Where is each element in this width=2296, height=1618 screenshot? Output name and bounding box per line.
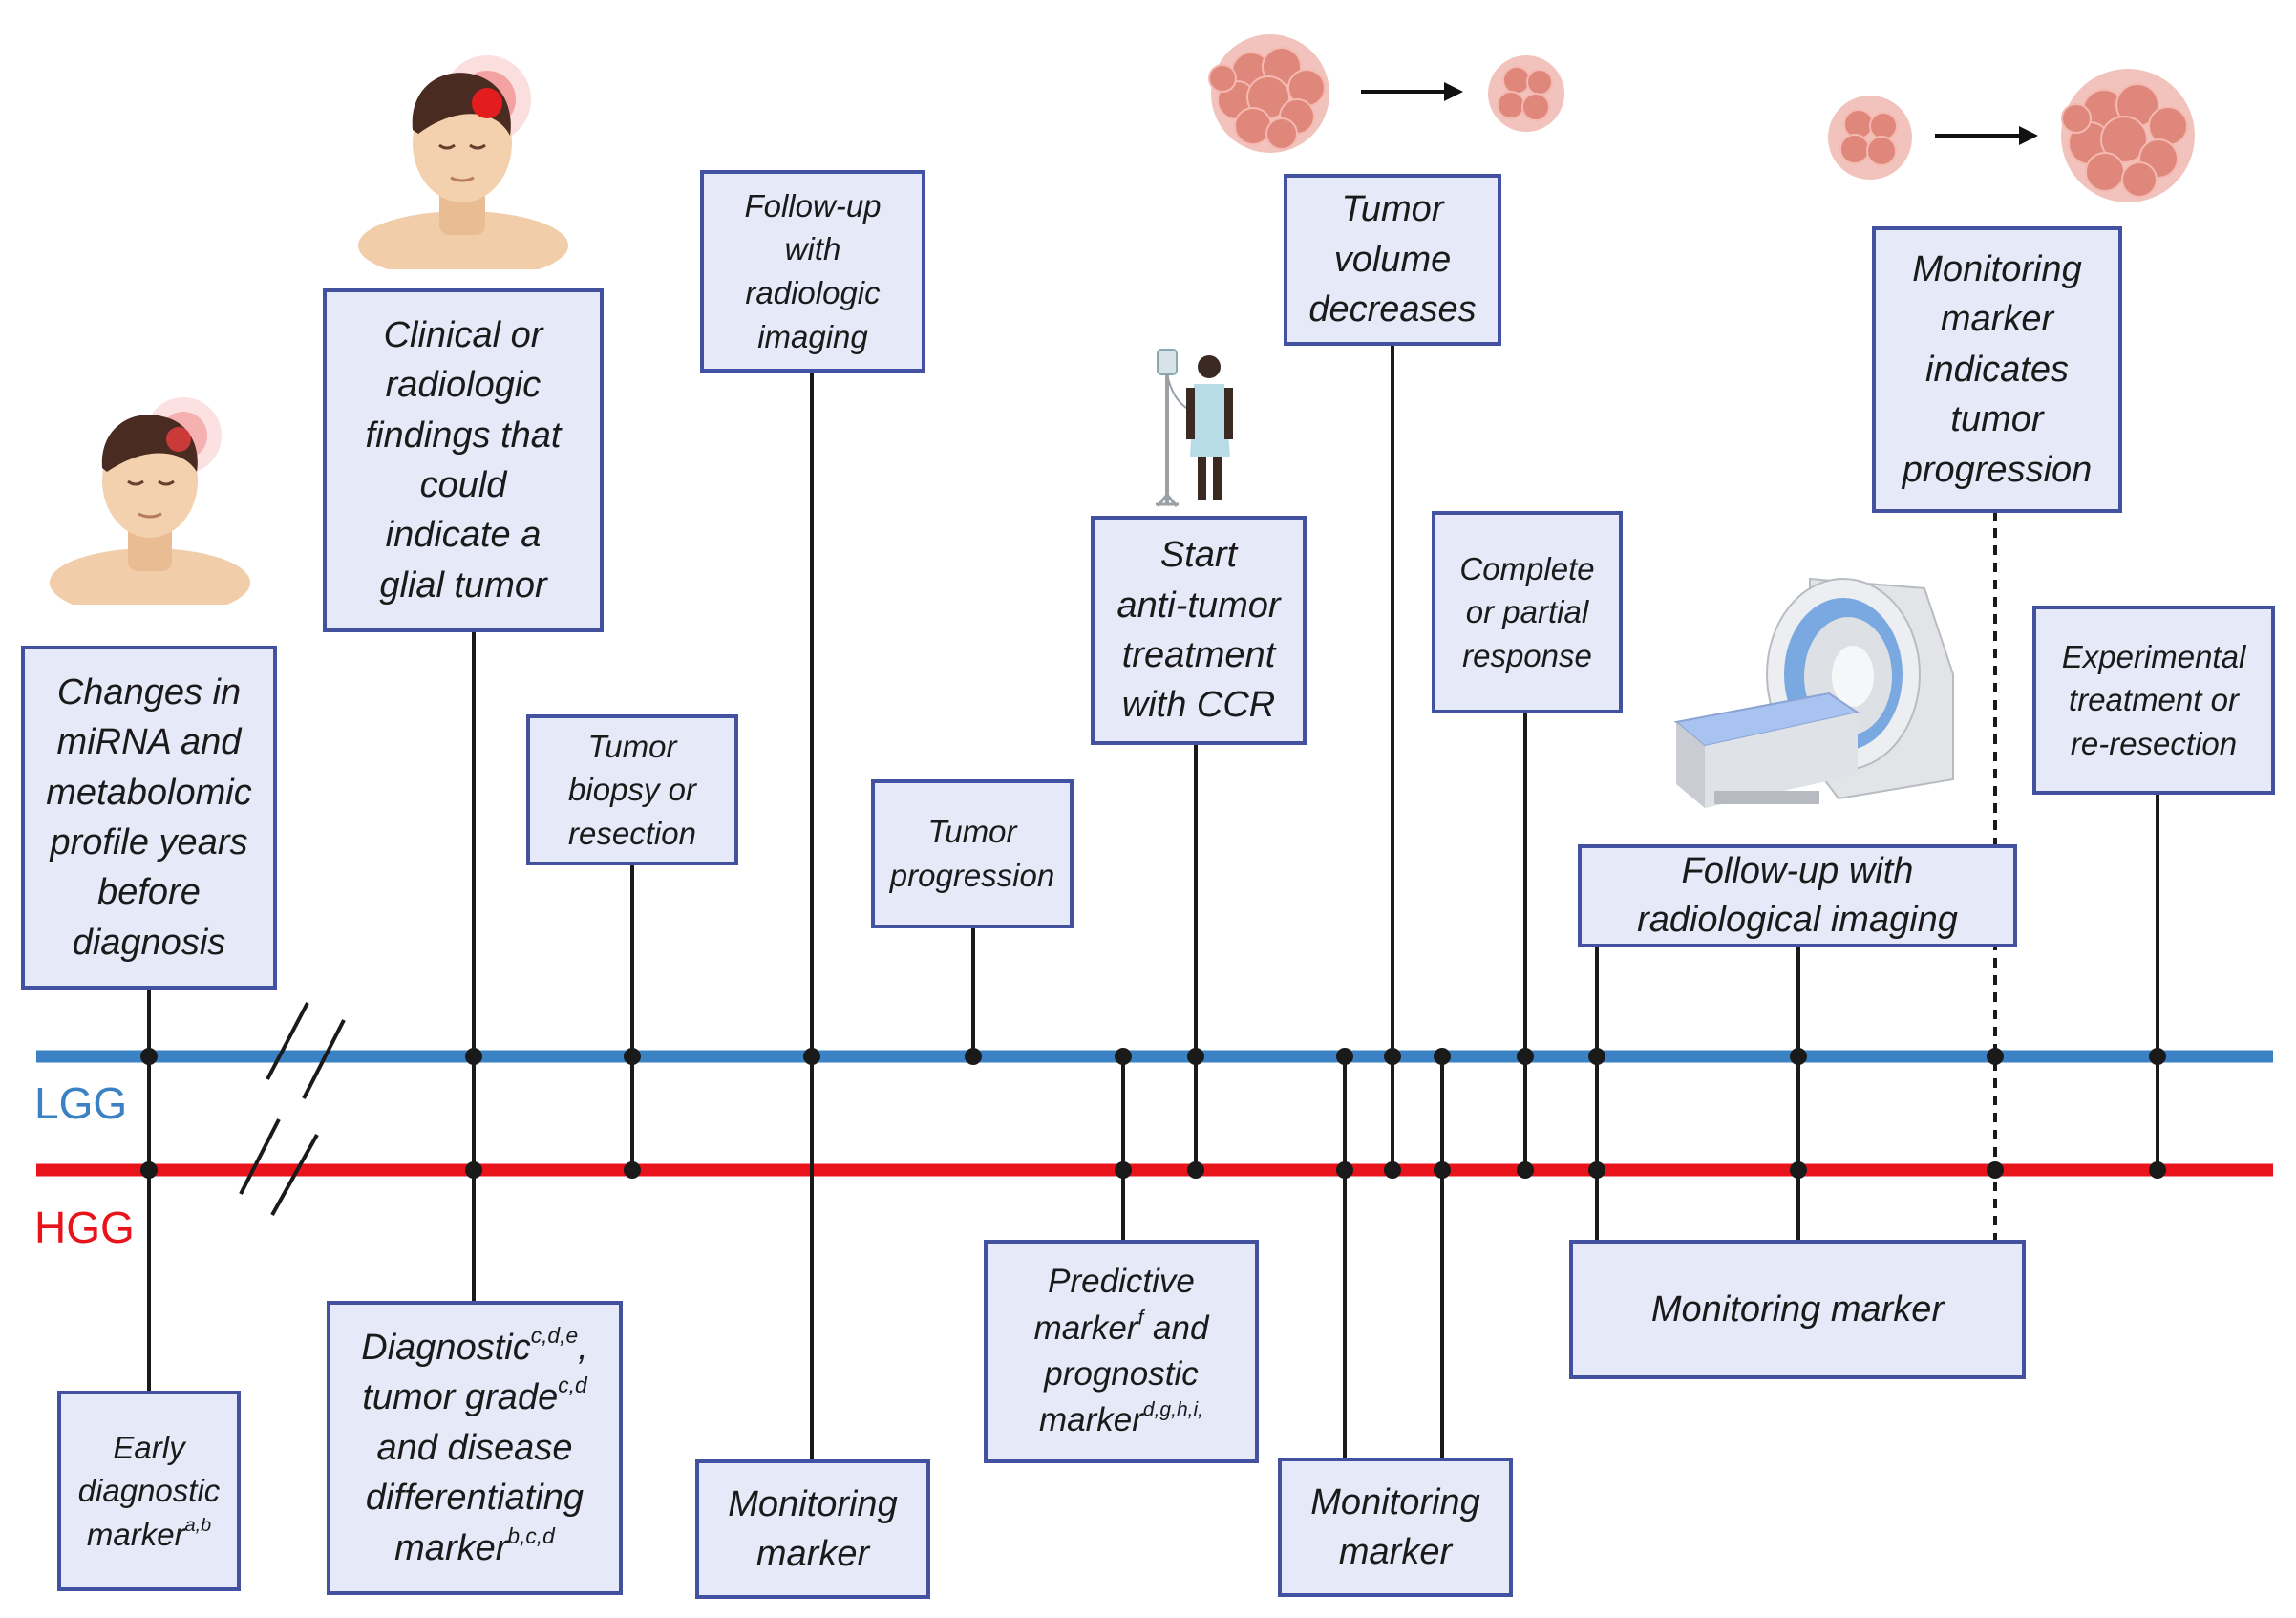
event-changes-mirna: Changes in miRNA and metabolomic profile… bbox=[21, 646, 277, 990]
event-clinical-findings-text: Clinical or radiologic findings that cou… bbox=[365, 314, 562, 606]
marker-early-diagnostic-line2: diagnostic bbox=[77, 1473, 221, 1509]
event-followup-radiological: Follow-up with radiological imaging bbox=[1578, 844, 2017, 947]
event-monitoring-progression: Monitoring marker indicates tumor progre… bbox=[1872, 226, 2122, 513]
tumor-grow-illustration bbox=[1828, 69, 2195, 202]
marker-diagnostic-text: Diagnosticc,d,e, tumor gradec,d and dise… bbox=[361, 1323, 587, 1573]
axis-break-marks bbox=[239, 1002, 346, 1216]
marker-monitoring-3-text: Monitoring marker bbox=[1650, 1288, 1945, 1330]
event-monitoring-progression-text: Monitoring marker indicates tumor progre… bbox=[1902, 248, 2093, 490]
event-clinical-findings: Clinical or radiologic findings that cou… bbox=[323, 288, 604, 632]
small-tumor-icon-2 bbox=[1828, 96, 1912, 180]
marker-diagnostic-line5: markerb,c,d bbox=[394, 1522, 555, 1568]
large-tumor-icon-2 bbox=[2061, 69, 2195, 202]
connectors bbox=[147, 346, 2159, 1461]
event-experimental-treatment-text: Experimental treatment or re-resection bbox=[2061, 638, 2246, 761]
event-tumor-biopsy-text: Tumor biopsy or resection bbox=[568, 728, 696, 851]
marker-early-diagnostic-line3: markera,b bbox=[86, 1514, 212, 1552]
large-tumor-icon bbox=[1208, 34, 1329, 153]
event-followup-imaging: Follow-up with radiologic imaging bbox=[700, 170, 925, 373]
marker-monitoring-1-text: Monitoring marker bbox=[728, 1483, 898, 1574]
event-tumor-volume: Tumor volume decreases bbox=[1284, 174, 1501, 346]
event-followup-radiological-text: Follow-up with radiological imaging bbox=[1637, 850, 1958, 940]
marker-predictive-line3: prognostic bbox=[1044, 1355, 1199, 1393]
marker-diagnostic-line3: and disease bbox=[376, 1427, 573, 1468]
event-tumor-biopsy: Tumor biopsy or resection bbox=[526, 714, 738, 865]
marker-predictive-line1: Predictive bbox=[1048, 1263, 1195, 1301]
marker-diagnostic-line4: differentiating bbox=[365, 1478, 585, 1519]
marker-predictive-line2: markerf and bbox=[1033, 1306, 1209, 1347]
patient-with-iv-icon bbox=[1156, 349, 1233, 507]
marker-diagnostic-line2: tumor gradec,d bbox=[362, 1373, 587, 1418]
small-tumor-icon bbox=[1488, 55, 1564, 132]
patient-headache-icon bbox=[50, 397, 250, 605]
marker-predictive: Predictive markerf and prognostic marker… bbox=[984, 1240, 1259, 1463]
marker-predictive-text: Predictive markerf and prognostic marker… bbox=[1034, 1259, 1209, 1443]
patient-severe-headache-icon bbox=[358, 55, 568, 269]
event-start-treatment-text: Start anti-tumor treatment with CCR bbox=[1116, 535, 1281, 726]
event-tumor-progression-text: Tumor progression bbox=[889, 814, 1055, 893]
hgg-axis-label: HGG bbox=[34, 1203, 135, 1252]
event-tumor-progression: Tumor progression bbox=[871, 779, 1074, 928]
event-experimental-treatment: Experimental treatment or re-resection bbox=[2032, 606, 2275, 795]
marker-diagnostic-line1: Diagnosticc,d,e, bbox=[361, 1322, 588, 1368]
event-start-treatment: Start anti-tumor treatment with CCR bbox=[1091, 516, 1307, 745]
event-tumor-volume-text: Tumor volume decreases bbox=[1308, 189, 1477, 330]
event-complete-response: Complete or partial response bbox=[1432, 511, 1623, 713]
tumor-shrink-illustration bbox=[1208, 34, 1564, 153]
marker-diagnostic: Diagnosticc,d,e, tumor gradec,d and dise… bbox=[327, 1301, 623, 1595]
marker-early-diagnostic-line1: Early bbox=[113, 1429, 185, 1465]
marker-predictive-line4: markerd,g,h,i, bbox=[1039, 1398, 1203, 1439]
marker-monitoring-2: Monitoring marker bbox=[1278, 1458, 1513, 1597]
event-changes-mirna-text: Changes in miRNA and metabolomic profile… bbox=[46, 671, 252, 963]
event-followup-imaging-text: Follow-up with radiologic imaging bbox=[744, 187, 882, 354]
marker-early-diagnostic-text: Early diagnostic markera,b bbox=[78, 1426, 221, 1557]
mri-scanner-icon bbox=[1673, 577, 1954, 808]
marker-monitoring-1: Monitoring marker bbox=[695, 1459, 930, 1599]
junction-dots bbox=[140, 1048, 2166, 1179]
marker-monitoring-3: Monitoring marker bbox=[1569, 1240, 2026, 1379]
lgg-axis-label: LGG bbox=[34, 1078, 128, 1128]
marker-monitoring-2-text: Monitoring marker bbox=[1310, 1481, 1480, 1572]
marker-early-diagnostic: Early diagnostic markera,b bbox=[57, 1391, 241, 1591]
event-complete-response-text: Complete or partial response bbox=[1459, 550, 1595, 673]
